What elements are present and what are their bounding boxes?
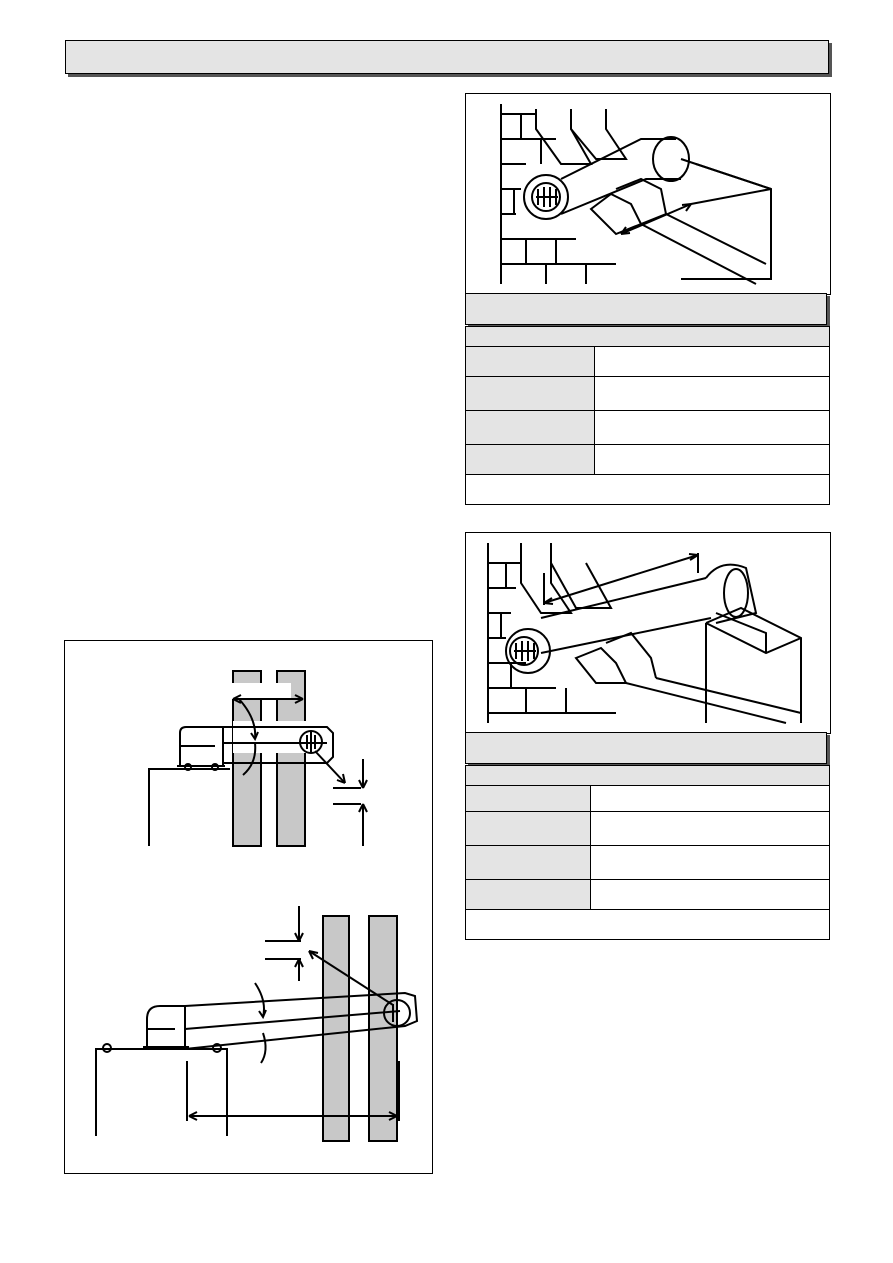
table-cell [465,346,595,377]
table-cell [594,410,830,445]
table-header [465,326,830,347]
page-title-bar [65,40,829,74]
table-cell [465,785,591,812]
table-footer [465,909,830,940]
figure-a-caption-bar [465,293,827,325]
figure-flue-fall-elevation [64,640,433,1174]
table-cell [594,376,830,411]
dimension-table-1 [465,326,830,505]
table-cell [465,444,595,475]
figure-flue-terminal-rear-exit [465,532,831,734]
table-cell [465,879,591,910]
figure-flue-rear-drawing [487,543,802,724]
table-cell [465,410,595,445]
figure-b-caption-bar [465,732,827,764]
table-cell [465,376,595,411]
table-header [465,765,830,786]
table-cell [594,346,830,377]
dimension-table-2 [465,765,830,940]
table-cell [594,444,830,475]
figure-flue-terminal-side-exit [465,93,831,295]
table-cell [465,811,591,846]
table-cell [590,785,830,812]
figure-flue-fall-drawing [95,670,419,1142]
table-footer [465,474,830,505]
table-cell [465,845,591,880]
table-cell [590,811,830,846]
figure-flue-terminal-drawing [500,104,772,285]
table-cell [590,845,830,880]
table-cell [590,879,830,910]
